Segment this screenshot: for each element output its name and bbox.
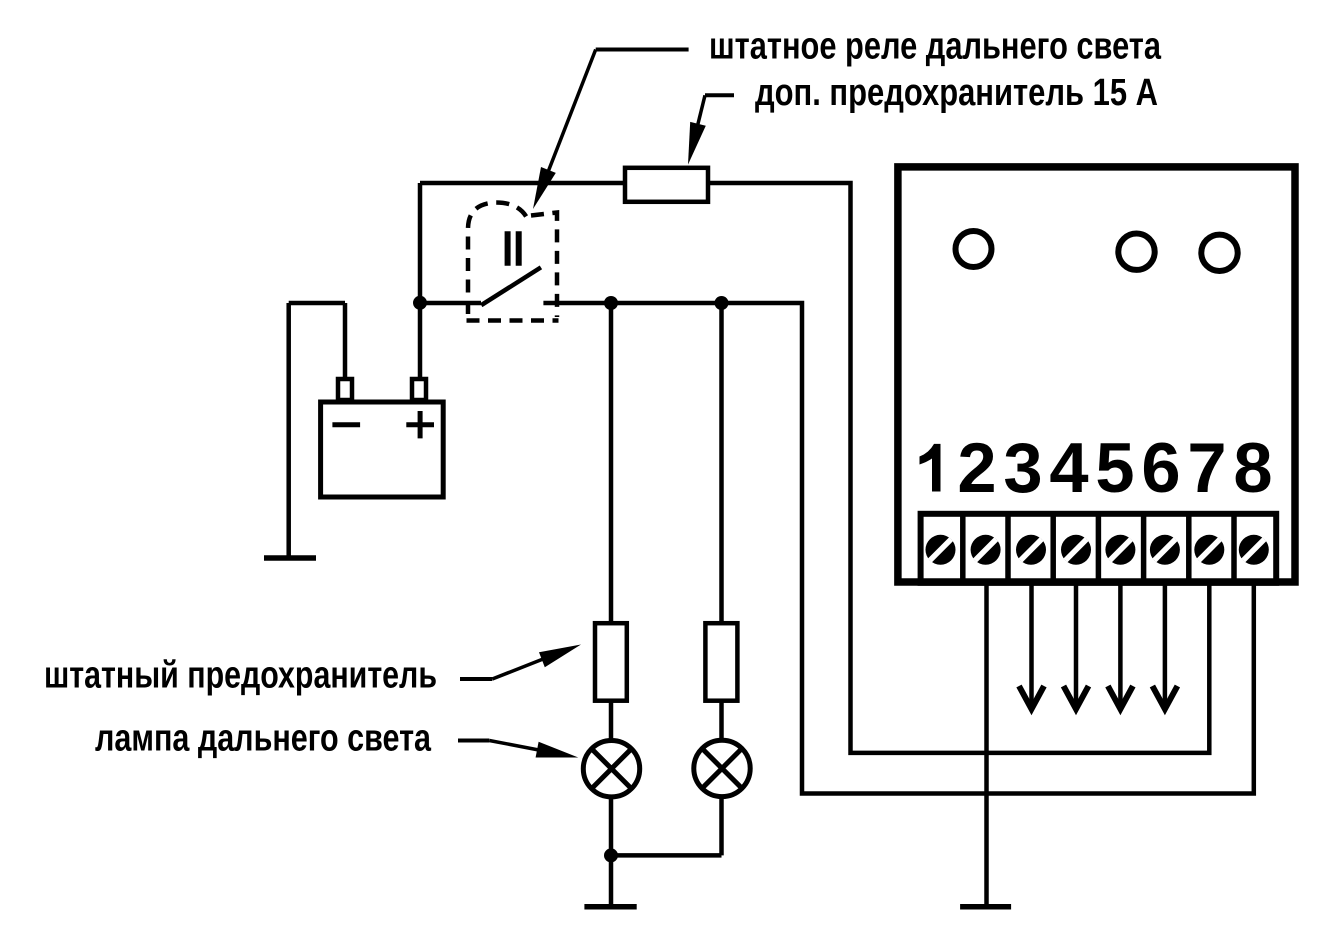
svg-text:7: 7	[1187, 428, 1226, 507]
svg-text:5: 5	[1095, 428, 1134, 507]
svg-text:3: 3	[1003, 428, 1042, 507]
svg-text:6: 6	[1141, 428, 1180, 507]
svg-text:4: 4	[1049, 428, 1088, 507]
svg-text:8: 8	[1233, 428, 1272, 507]
svg-text:2: 2	[957, 428, 996, 507]
svg-text:штатный предохранитель: штатный предохранитель	[44, 655, 437, 697]
svg-text:штатное реле дальнего света: штатное реле дальнего света	[709, 26, 1162, 68]
svg-text:лампа дальнего света: лампа дальнего света	[95, 718, 432, 760]
svg-text:доп. предохранитель 15 А: доп. предохранитель 15 А	[755, 72, 1158, 114]
